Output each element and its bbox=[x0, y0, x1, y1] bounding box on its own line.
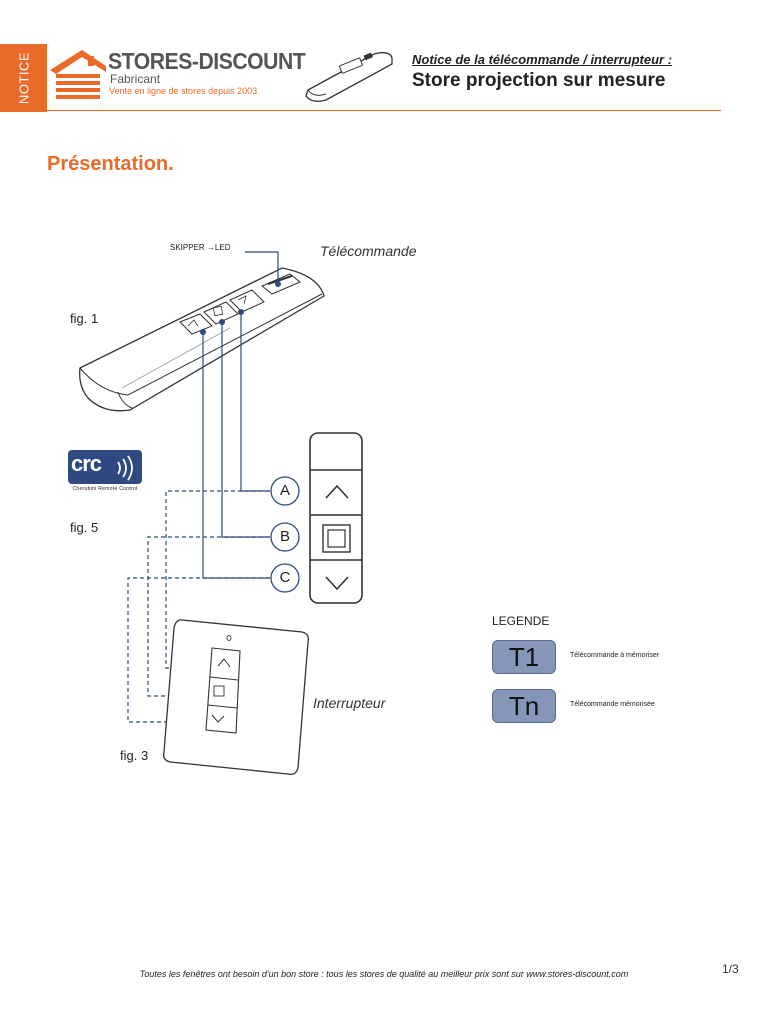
document-title: Store projection sur mesure bbox=[412, 70, 666, 91]
signal-waves-icon bbox=[117, 455, 133, 481]
header-divider bbox=[47, 110, 721, 111]
page-number: 1/3 bbox=[722, 962, 739, 976]
fig-1-label: fig. 1 bbox=[70, 311, 99, 326]
legend-description-tn: Télécommande mémorisée bbox=[570, 701, 655, 708]
fig-3-label: fig. 3 bbox=[120, 748, 149, 763]
fig-5-label: fig. 5 bbox=[70, 520, 99, 535]
brand-tagline: Vente en ligne de stores depuis 2003 bbox=[109, 86, 258, 96]
wall-switch-drawing bbox=[162, 619, 310, 776]
section-title: Présentation. bbox=[47, 153, 174, 175]
brand-name: STORES-DISCOUNT bbox=[108, 48, 306, 74]
switch-label: Interrupteur bbox=[313, 695, 386, 711]
button-strip-drawing bbox=[309, 432, 363, 604]
marker-b bbox=[270, 522, 300, 552]
legend-badge-t1: T1 bbox=[492, 640, 556, 674]
crc-caption: Cherubini Remote Control bbox=[72, 486, 138, 492]
marker-a bbox=[270, 476, 300, 506]
marker-a-label: A bbox=[279, 482, 290, 499]
remote-label: Télécommande bbox=[320, 243, 417, 259]
footer-text: Toutes les fenêtres ont besoin d'un bon … bbox=[139, 969, 629, 979]
marker-c bbox=[270, 563, 300, 593]
legend-title: LEGENDE bbox=[492, 614, 550, 628]
remote-control-drawing bbox=[79, 267, 325, 412]
crc-logo-text: crc bbox=[71, 451, 102, 476]
brand-subtitle: Fabricant bbox=[110, 72, 161, 86]
skipper-led-label: SKIPPER →LED bbox=[170, 243, 231, 252]
notice-tab: NOTICE bbox=[0, 44, 47, 112]
remote-thumbnail-icon bbox=[305, 52, 393, 102]
legend-description-t1: Télécommande à mémoriser bbox=[570, 652, 660, 659]
marker-c-label: C bbox=[279, 569, 291, 586]
legend-badge-tn: Tn bbox=[492, 689, 556, 723]
marker-b-label: B bbox=[279, 528, 290, 545]
document-notice-heading: Notice de la télécommande / interrupteur… bbox=[412, 52, 673, 67]
house-logo-icon bbox=[50, 50, 106, 99]
